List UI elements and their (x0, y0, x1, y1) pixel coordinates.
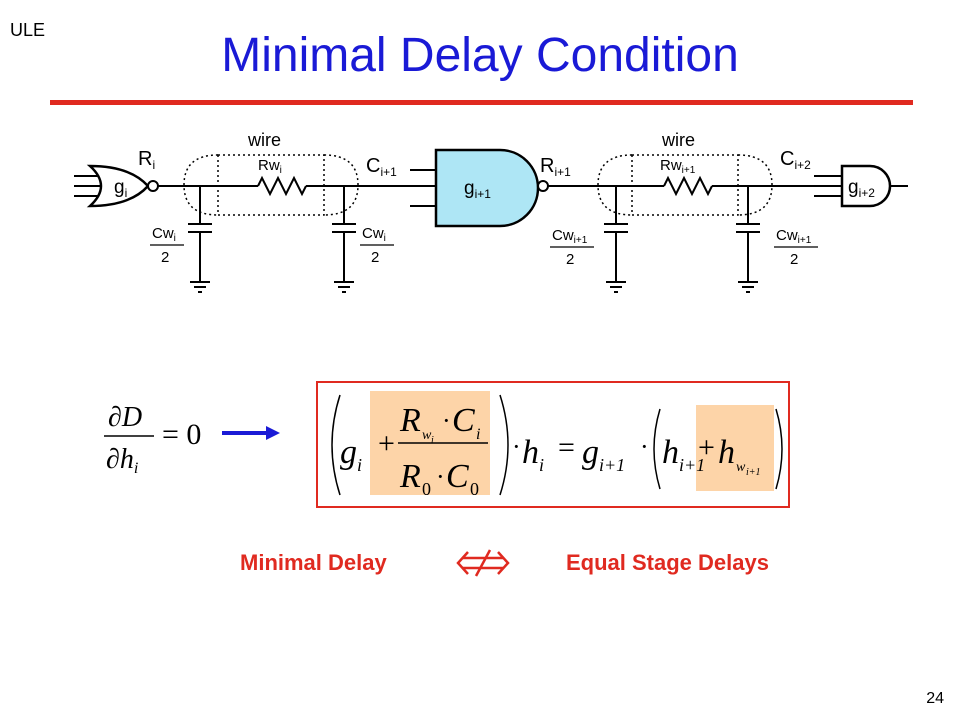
svg-text:Cwi+1: Cwi+1 (776, 227, 812, 246)
cw-half-label-1: Cwi 2 (150, 225, 184, 266)
svg-text:∂D: ∂D (108, 402, 142, 433)
svg-text:i+1: i+1 (746, 467, 761, 478)
svg-text:w: w (736, 460, 746, 475)
svg-text:+: + (698, 431, 715, 464)
svg-text:hi: hi (522, 434, 544, 475)
svg-text:Cwi: Cwi (362, 225, 386, 244)
wire-resistance-label-2: Rwi+1 (660, 157, 696, 176)
svg-text:C: C (446, 458, 469, 495)
cw-half-label-4: Cwi+1 2 (774, 227, 818, 268)
wire-resistance-label-1: Rwi (258, 157, 282, 176)
equal-stage-delays-label: Equal Stage Delays (566, 550, 769, 575)
svg-text:=: = (558, 431, 575, 464)
svg-text:∂hi: ∂hi (106, 444, 138, 477)
wire-label-2: wire (661, 130, 695, 150)
svg-text:2: 2 (790, 251, 798, 268)
gate-i2-shape (840, 164, 892, 208)
cw-half-label-2: Cwi 2 (360, 225, 394, 266)
svg-text:i: i (476, 426, 480, 443)
svg-text:Cwi: Cwi (152, 225, 176, 244)
svg-text:i: i (431, 435, 434, 446)
not-equivalent-icon (456, 549, 510, 577)
gate-i-label: gi (114, 177, 127, 200)
slide-title: Minimal Delay Condition (221, 29, 739, 82)
gate-i1-label: gi+1 (464, 178, 491, 201)
wire-label-1: wire (247, 130, 281, 150)
svg-text:·: · (436, 462, 445, 491)
cw-half-label-3: Cwi+1 2 (550, 227, 594, 268)
svg-text:·: · (640, 432, 649, 461)
svg-text:w: w (422, 428, 432, 443)
implies-arrow (222, 426, 280, 440)
svg-text:2: 2 (371, 249, 379, 266)
svg-text:= 0: = 0 (162, 418, 201, 451)
rc-circuit-diagram: wire wire gi gi+1 gi+2 Ri Ri+1 Ci+1 Ci+2… (74, 130, 908, 293)
svg-text:·: · (512, 432, 521, 461)
minimal-delay-equation: gi + R w i · C i R 0 · C 0 · hi = gi+1 ·… (331, 394, 783, 499)
svg-text:R: R (399, 402, 421, 439)
svg-text:0: 0 (470, 479, 479, 499)
svg-text:2: 2 (161, 249, 169, 266)
minimal-delay-label: Minimal Delay (240, 550, 387, 575)
title-underline (50, 100, 913, 105)
svg-text:Cwi+1: Cwi+1 (552, 227, 588, 246)
resistance-ri1-label: Ri+1 (540, 155, 571, 179)
capacitance-ci1-label: Ci+1 (366, 155, 397, 179)
page-number: 24 (926, 690, 944, 707)
corner-label: ULE (10, 20, 46, 40)
svg-text:2: 2 (566, 251, 574, 268)
svg-text:+: + (378, 427, 395, 460)
gate-i-shape (86, 164, 150, 208)
capacitance-ci2-label: Ci+2 (780, 148, 811, 172)
highlight-wire-term (696, 405, 774, 491)
resistance-ri-label: Ri (138, 148, 155, 172)
equation-box: gi + R w i · C i R 0 · C 0 · hi = gi+1 ·… (316, 381, 790, 508)
svg-text:gi: gi (340, 434, 362, 475)
svg-text:0: 0 (422, 479, 431, 499)
svg-text:·: · (442, 406, 451, 435)
svg-text:C: C (452, 402, 475, 439)
svg-text:gi+1: gi+1 (582, 434, 625, 475)
gate-i1-shape (434, 148, 540, 228)
svg-text:R: R (399, 458, 421, 495)
derivative-condition: ∂D ∂hi = 0 (104, 402, 201, 477)
svg-text:hi+1: hi+1 (662, 434, 705, 475)
svg-text:h: h (718, 434, 735, 471)
gate-i2-label: gi+2 (848, 177, 875, 200)
